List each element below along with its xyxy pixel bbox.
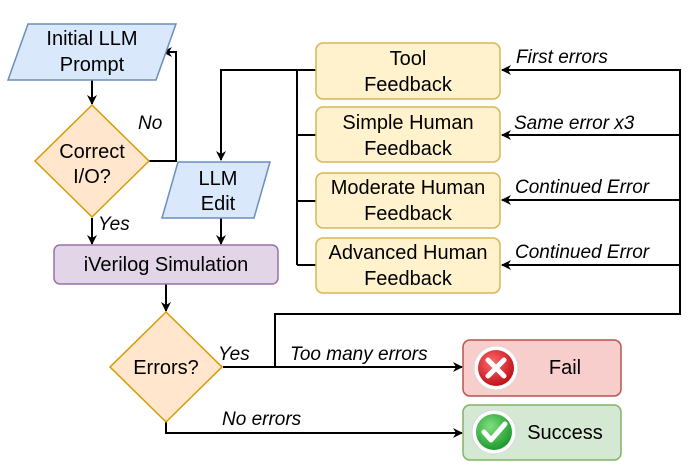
- simple-feedback-line1: Simple Human: [342, 112, 473, 134]
- tool-feedback-line1: Tool: [390, 48, 427, 70]
- label-yes-errors: Yes: [218, 344, 250, 365]
- label-no-errors: No errors: [222, 409, 302, 430]
- edge-correct-no-loop: [148, 47, 177, 162]
- node-llm-edit: LLM Edit: [161, 161, 271, 219]
- node-moderate-feedback: Moderate Human Feedback: [315, 172, 501, 229]
- node-errors-decision: Errors?: [108, 310, 224, 424]
- check-mark-circle-icon: [471, 409, 517, 455]
- edge-errors-no-success: [165, 418, 463, 438]
- llm-edit-line1: LLM: [199, 168, 238, 190]
- connectors: [87, 47, 681, 438]
- x-mark-circle-icon: [473, 345, 519, 391]
- node-correct-io: Correct I/O?: [33, 103, 151, 219]
- label-first-errors: First errors: [516, 47, 608, 68]
- node-simple-feedback: Simple Human Feedback: [315, 106, 501, 163]
- correct-io-line2: I/O?: [73, 166, 111, 188]
- node-advanced-feedback: Advanced Human Feedback: [315, 237, 501, 294]
- edge-errors-to-feedback-trunk: [274, 65, 681, 367]
- edge-labels: No Yes Yes First errors Same error x3 Co…: [98, 47, 650, 430]
- moderate-feedback-line2: Feedback: [364, 203, 453, 225]
- advanced-feedback-line1: Advanced Human: [329, 242, 488, 264]
- node-success: Success: [462, 404, 622, 461]
- errors-label: Errors?: [133, 357, 199, 379]
- node-initial-prompt: Initial LLM Prompt: [6, 23, 178, 81]
- initial-prompt-line2: Prompt: [60, 54, 125, 76]
- iverilog-label: iVerilog Simulation: [84, 254, 249, 276]
- moderate-feedback-line1: Moderate Human: [331, 177, 486, 199]
- success-label: Success: [527, 422, 603, 444]
- advanced-feedback-line2: Feedback: [364, 268, 453, 290]
- label-continued-error-1: Continued Error: [515, 177, 650, 198]
- simple-feedback-line2: Feedback: [364, 138, 453, 160]
- label-yes-correct: Yes: [98, 214, 130, 235]
- label-same-error: Same error x3: [514, 113, 635, 134]
- correct-io-line1: Correct: [59, 141, 125, 163]
- node-fail: Fail: [462, 339, 622, 397]
- llm-edit-line2: Edit: [201, 193, 236, 215]
- node-tool-feedback: Tool Feedback: [315, 42, 501, 100]
- label-continued-error-2: Continued Error: [515, 242, 650, 263]
- fail-label: Fail: [549, 357, 581, 379]
- initial-prompt-line1: Initial LLM: [46, 28, 137, 50]
- label-no: No: [138, 113, 162, 134]
- tool-feedback-line2: Feedback: [364, 74, 453, 96]
- label-too-many-errors: Too many errors: [290, 344, 428, 365]
- edge-feedback-to-edit: [216, 69, 316, 161]
- node-iverilog-simulation: iVerilog Simulation: [53, 244, 279, 285]
